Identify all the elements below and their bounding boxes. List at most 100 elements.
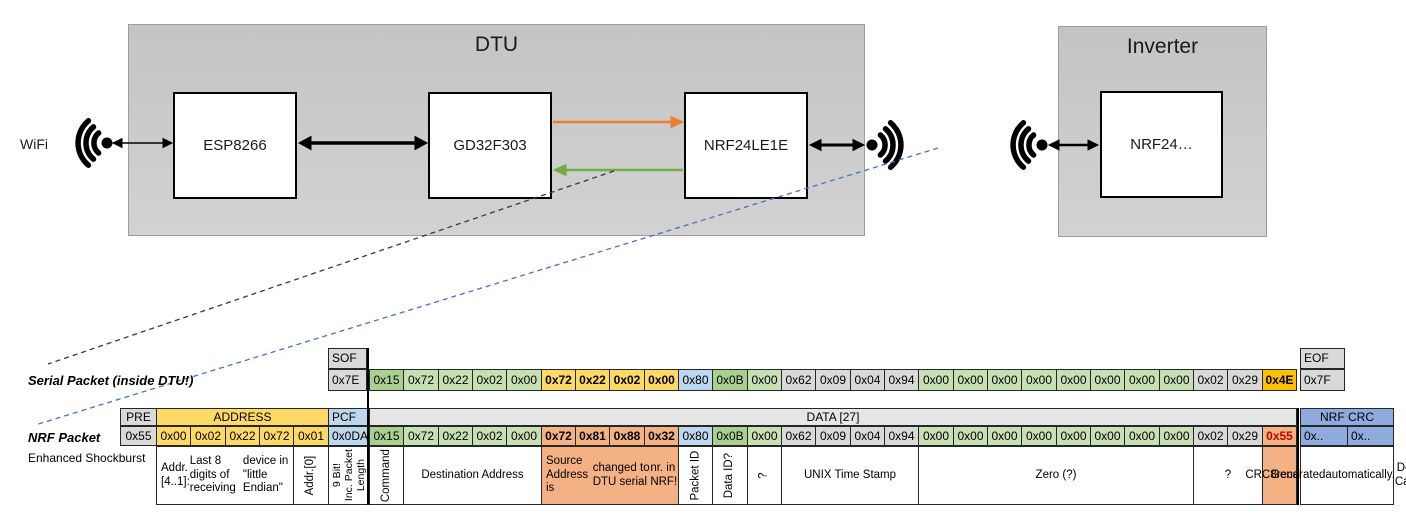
serial-byte-cell: 0x00: [918, 369, 954, 391]
wifi-icon-left: [75, 118, 113, 168]
dtu-zone-title: DTU: [474, 33, 519, 56]
serial-byte-cell: 0x72: [403, 369, 439, 391]
nrf-byte-cell: 0x94: [884, 426, 919, 446]
nrf-byte-cell: 0x00: [1056, 426, 1091, 446]
nrf-byte-cell: 0x80: [678, 426, 713, 446]
arrow-wifi-esp: [111, 137, 174, 149]
serial-byte-cell: 0x09: [815, 369, 851, 391]
data-header: DATA [27]: [369, 408, 1297, 426]
annotation-generated: Generatedautomatically.Dont Care!: [1271, 446, 1406, 505]
eof-byte: 0x7F: [1300, 369, 1345, 391]
nrf-byte-cell: 0x04: [850, 426, 885, 446]
nrf-byte-cell: 0x00: [987, 426, 1022, 446]
wifi-icon-inverter: [1010, 120, 1048, 170]
annotation-command: Command: [369, 446, 404, 505]
arrow-nrf-gd32-green: [552, 163, 683, 177]
nrf-byte-cell: 0x88: [609, 426, 645, 446]
inverter-nrf24-box: NRF24…: [1100, 91, 1223, 198]
serial-byte-cell: 0x15: [369, 369, 404, 391]
serial-byte-cell: 0x80: [678, 369, 713, 391]
serial-byte-cell: 0x0B: [712, 369, 748, 391]
serial-byte-cell: 0x00: [1124, 369, 1160, 391]
serial-byte-cell: 0x94: [884, 369, 919, 391]
serial-byte-cell: 0x02: [472, 369, 507, 391]
nrf-byte-cell: 0x00: [1124, 426, 1160, 446]
serial-byte-cell: 0x29: [1227, 369, 1263, 391]
arrow-wifi-inverter-nrf: [1047, 139, 1100, 151]
pre-byte: 0x55: [120, 426, 157, 446]
arrow-esp-gd32: [297, 135, 429, 151]
nrf-byte-cell: 0x29: [1227, 426, 1263, 446]
nrf-byte-cell: 0x81: [575, 426, 610, 446]
wifi-icon-dtu-right: [866, 120, 904, 170]
address-byte-cell: 0x01: [293, 426, 329, 446]
annotation-packet-id: Packet ID: [678, 446, 713, 505]
annotation-destination-address: Destination Address: [403, 446, 542, 505]
nrf-byte-cell: 0x00: [747, 426, 782, 446]
dashed-pointer-serial: [47, 170, 615, 365]
annotation-: ?: [747, 446, 782, 505]
inverter-zone-title: Inverter: [1126, 35, 1199, 58]
address-byte-cell: 0x02: [190, 426, 226, 446]
nrf-byte-cell: 0x62: [781, 426, 816, 446]
nrf-byte-cell: 0x00: [1159, 426, 1194, 446]
address-byte-cell: 0x72: [259, 426, 294, 446]
serial-byte-cell: 0x04: [850, 369, 885, 391]
nrf-crc-byte-cell: 0x..: [1347, 426, 1394, 446]
serial-byte-cell: 0x00: [953, 369, 988, 391]
wifi-label: WiFi: [20, 136, 48, 152]
serial-byte-cell: 0x00: [747, 369, 782, 391]
serial-byte-cell: 0x4E: [1262, 369, 1297, 391]
serial-byte-cell: 0x22: [575, 369, 610, 391]
gd32f303-box: GD32F303: [428, 92, 552, 199]
nrf-byte-cell: 0x15: [369, 426, 404, 446]
serial-byte-cell: 0x02: [1193, 369, 1228, 391]
nrf-byte-cell: 0x00: [1021, 426, 1057, 446]
data-end-divider: [1296, 408, 1299, 505]
nrf-byte-cell: 0x55: [1262, 426, 1297, 446]
arrow-nrf-wifi: [808, 138, 866, 152]
nrf24le1e-box: NRF24LE1E: [684, 92, 808, 199]
pcf-byte: 0x0DA: [328, 426, 370, 446]
nrf-byte-cell: 0x72: [541, 426, 576, 446]
nrf-crc-header: NRF CRC: [1300, 408, 1394, 426]
serial-byte-cell: 0x72: [541, 369, 576, 391]
nrf-byte-cell: 0x00: [506, 426, 542, 446]
nrf-byte-cell: 0x00: [1090, 426, 1125, 446]
serial-byte-cell: 0x62: [781, 369, 816, 391]
sof-header: SOF: [328, 348, 367, 369]
address-byte-cell: 0x00: [156, 426, 191, 446]
serial-byte-cell: 0x22: [438, 369, 473, 391]
nrf-byte-cell: 0x0B: [712, 426, 748, 446]
serial-byte-cell: 0x00: [1090, 369, 1125, 391]
esp8266-box: ESP8266: [173, 92, 297, 199]
address-header: ADDRESS: [156, 408, 329, 426]
nrf-packet-label: NRF Packet: [28, 430, 101, 445]
data-start-divider: [366, 348, 369, 505]
nrf-byte-cell: 0x09: [815, 426, 851, 446]
serial-byte-cell: 0x00: [1056, 369, 1091, 391]
eof-header: EOF: [1300, 348, 1345, 369]
nrf-byte-cell: 0x02: [472, 426, 507, 446]
nrf-byte-cell: 0x00: [953, 426, 988, 446]
nrf-byte-cell: 0x22: [438, 426, 473, 446]
arrow-gd32-nrf-orange: [553, 115, 685, 129]
serial-byte-cell: 0x02: [609, 369, 645, 391]
annotation-unix-time-stamp: UNIX Time Stamp: [781, 446, 919, 505]
serial-byte-cell: 0x00: [1159, 369, 1194, 391]
nrf-crc-byte-cell: 0x..: [1300, 426, 1348, 446]
annotation-zero: Zero (?): [918, 446, 1194, 505]
sof-byte: 0x7E: [328, 369, 367, 391]
nrf-byte-cell: 0x00: [918, 426, 954, 446]
pre-header: PRE: [120, 408, 157, 426]
serial-packet-label: Serial Packet (inside DTU!): [28, 373, 194, 388]
nrf-byte-cell: 0x72: [403, 426, 439, 446]
nrf-byte-cell: 0x02: [1193, 426, 1228, 446]
nrf-byte-cell: 0x32: [644, 426, 679, 446]
